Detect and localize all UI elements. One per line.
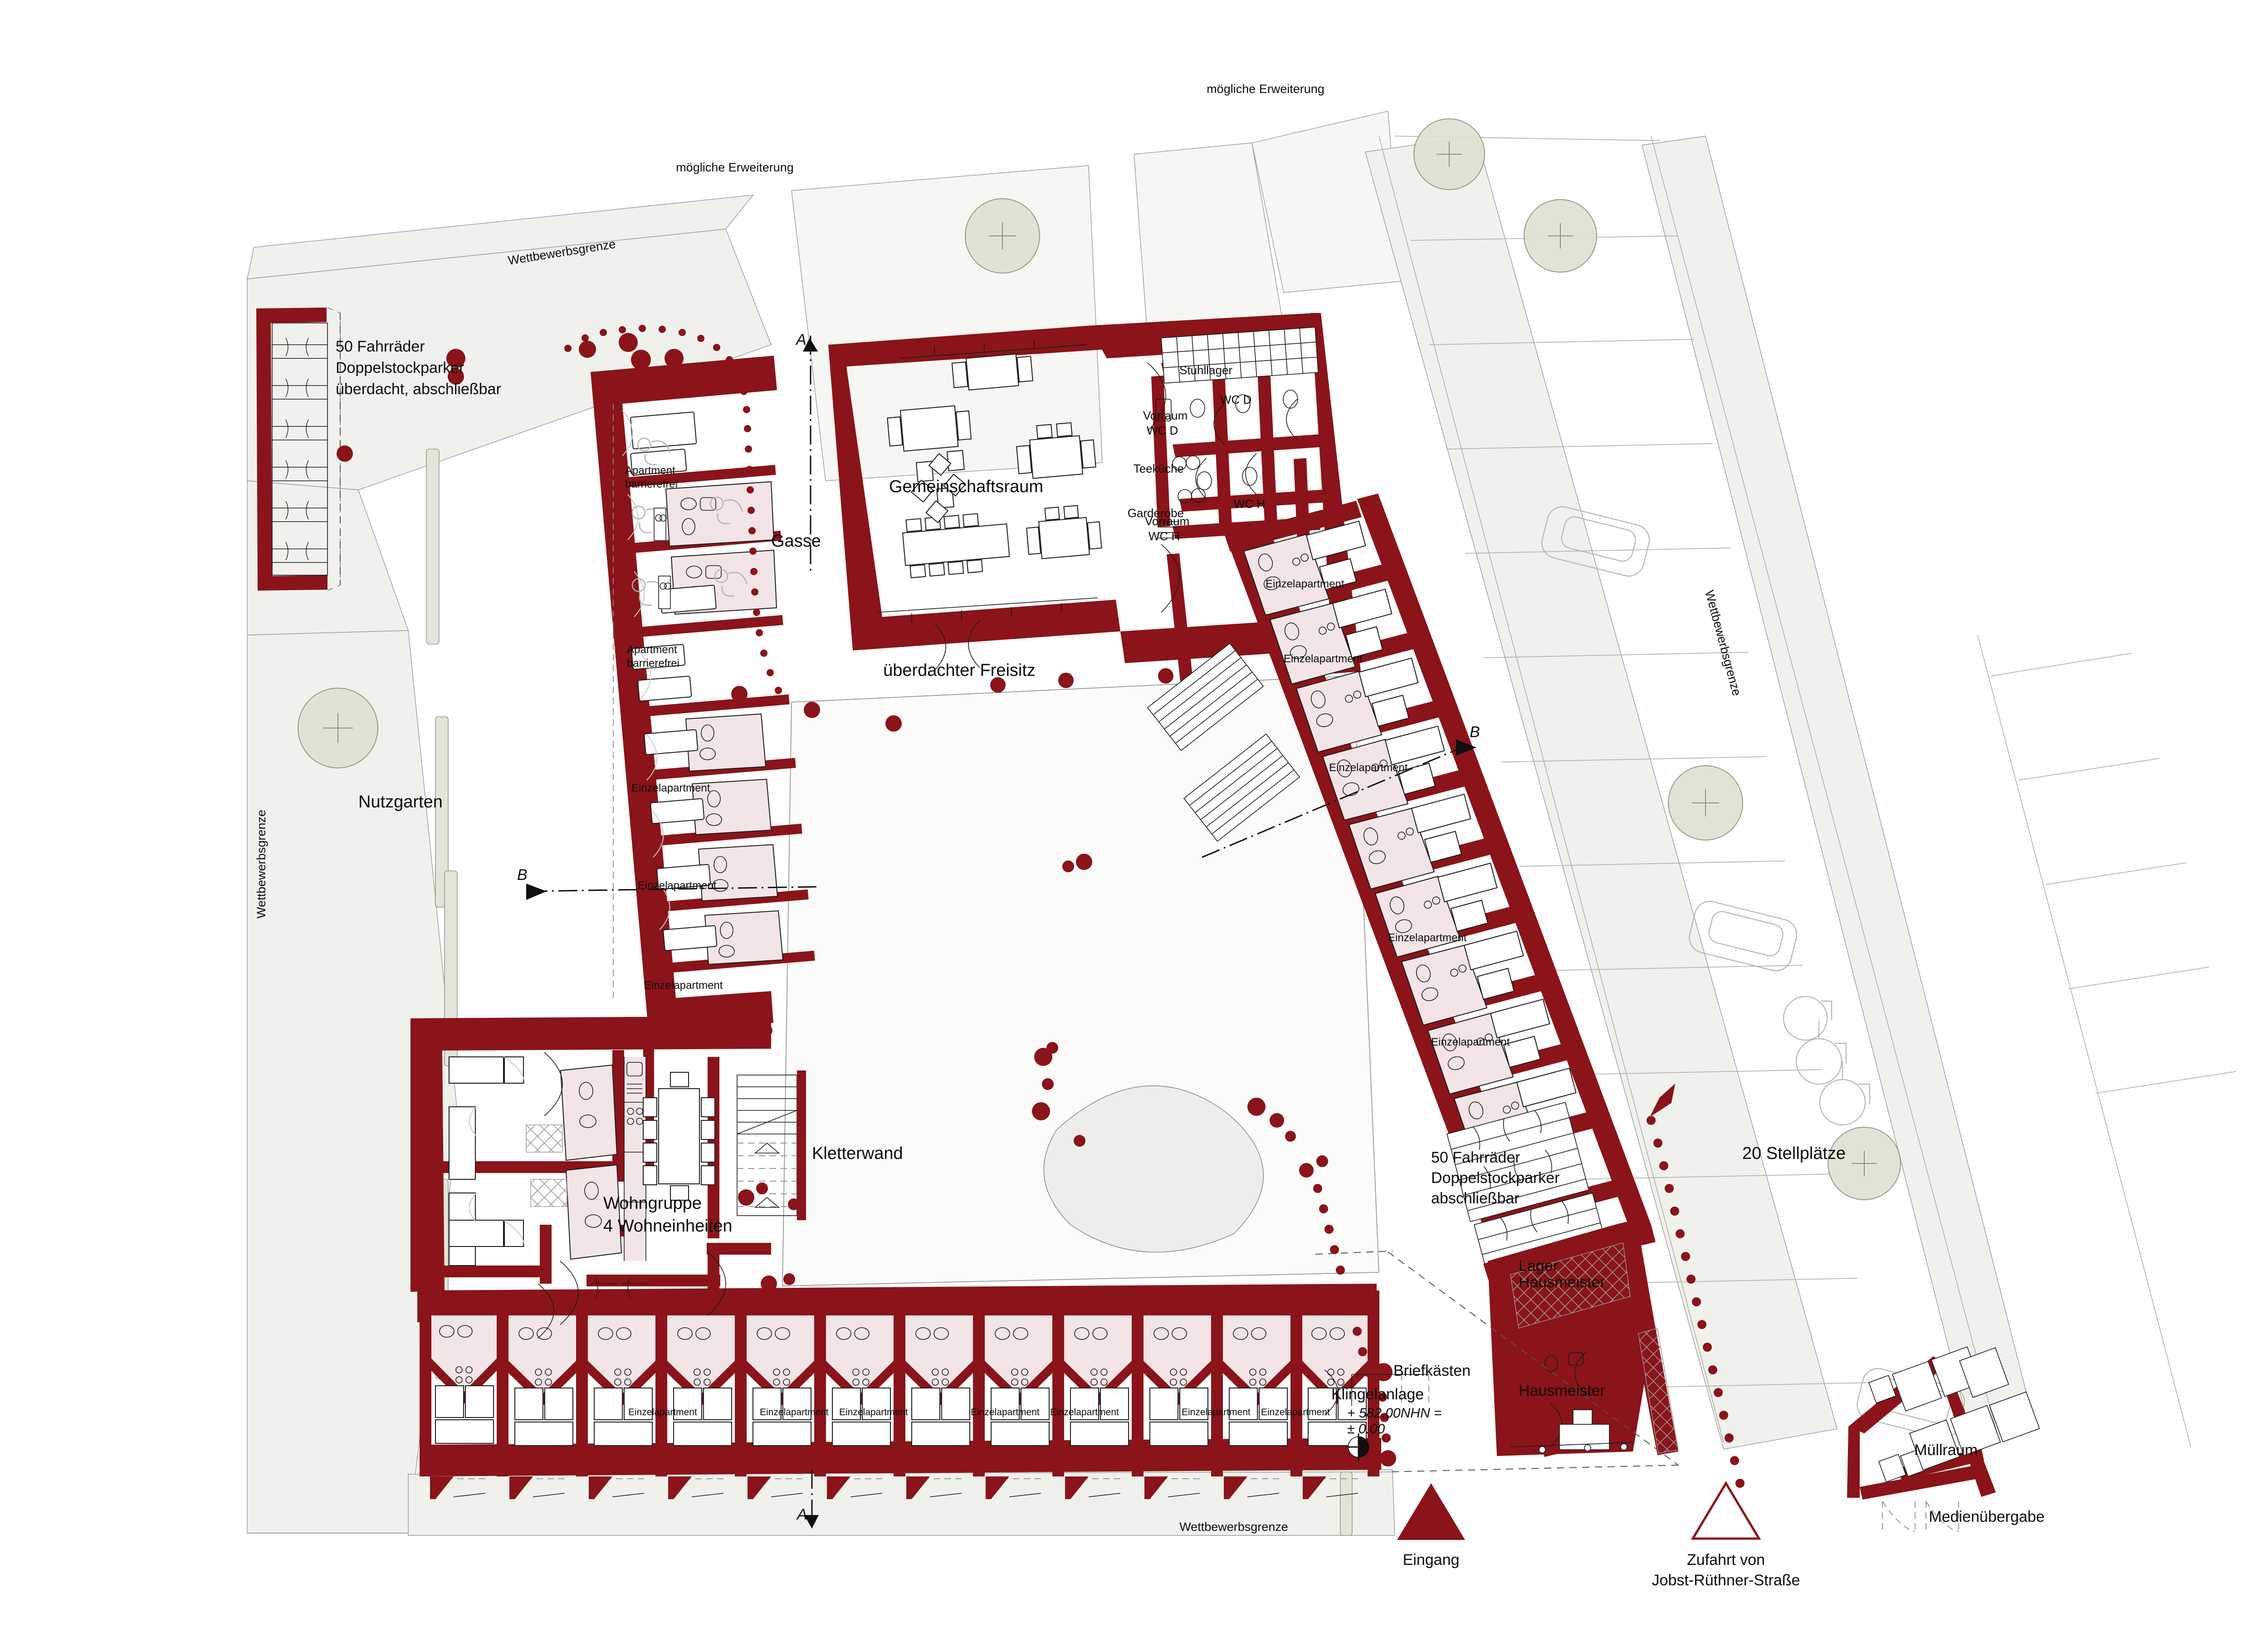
south-wing xyxy=(417,1284,1381,1499)
entrance-lobby-detail xyxy=(1324,1369,1429,1416)
chair-store-grid xyxy=(1161,327,1319,384)
label-climbing-wall: Kletterwand xyxy=(812,1144,903,1163)
label-nutzgarten: Nutzgarten xyxy=(358,792,443,811)
bike-parking-northwest xyxy=(256,307,341,591)
label-section-b-right: B xyxy=(1470,723,1480,741)
label-vorraum-wcd-2: WC D xyxy=(1147,424,1178,437)
label-einzelapartment: Einzelapartment xyxy=(1261,1407,1330,1417)
vehicle-access-route xyxy=(1647,1083,1745,1488)
label-boundary-west: Wettbewerbsgrenze xyxy=(254,810,268,919)
label-section-b-left: B xyxy=(517,866,528,884)
waste-room-block xyxy=(1847,1346,2040,1532)
label-einzelapartment: Einzelapartment xyxy=(1329,762,1408,774)
label-einzelapartment: Einzelapartment xyxy=(638,880,717,892)
north-point-symbol xyxy=(1348,1433,1369,1461)
label-einzelapartment: Einzelapartment xyxy=(631,782,710,794)
label-einzelapartment: Einzelapartment xyxy=(1050,1407,1119,1417)
label-gasse: Gasse xyxy=(771,532,821,551)
label-apartment-barrierefrei-1b: barrierefrei xyxy=(625,478,678,490)
label-apartment-barrierefrei-2b: barrierefrei xyxy=(627,657,679,670)
bike-parking-se-note-line2: Doppelstockparker xyxy=(1431,1169,1559,1187)
section-markers xyxy=(526,336,1476,1529)
south-wing-partitions xyxy=(420,1290,1379,1476)
bike-parking-se-note-line3: abschließbar xyxy=(1431,1190,1520,1207)
label-section-a-top: A xyxy=(795,331,806,348)
bike-parking-nw-note-line2: Doppelstockparker xyxy=(336,359,464,376)
shared-dining-table xyxy=(643,1072,715,1201)
label-stuhllager: Stuhllager xyxy=(1179,363,1232,377)
label-einzelapartment: Einzelapartment xyxy=(1431,1036,1510,1048)
label-expansion-2: mögliche Erweiterung xyxy=(1207,82,1324,96)
label-apartment-barrierefrei-1a: Apartment xyxy=(625,464,675,477)
label-einzelapartment: Einzelapartment xyxy=(1388,932,1467,944)
label-einzelapartment: Einzelapartment xyxy=(628,1407,697,1417)
label-muellraum: Müllraum xyxy=(1914,1442,1978,1459)
label-vorraum-wcd-1: Vorraum xyxy=(1143,409,1188,422)
climbing-wall-stair xyxy=(737,1070,806,1220)
movement-route-dots xyxy=(337,325,1396,1466)
label-gemeinschaftsraum: Gemeinschaftsraum xyxy=(889,477,1043,496)
living-group-block xyxy=(411,1016,771,1339)
glazing xyxy=(877,339,1098,623)
label-einzelapartment: Einzelapartment xyxy=(760,1407,829,1417)
bike-parking-nw-note-line3: überdacht, abschließbar xyxy=(336,381,501,398)
site-context xyxy=(247,111,2237,1536)
label-einzelapartment: Einzelapartment xyxy=(839,1407,908,1417)
label-briefkaesten: Briefkästen xyxy=(1393,1362,1471,1379)
label-hausmeister: Hausmeister xyxy=(1519,1382,1605,1399)
entrance-symbol xyxy=(1397,1483,1465,1540)
bike-parking-se-note-line1: 50 Fahrräder xyxy=(1431,1149,1520,1166)
label-einzelapartment: Einzelapartment xyxy=(1284,653,1363,665)
label-expansion-1: mögliche Erweiterung xyxy=(676,161,794,174)
accessible-parking-icon xyxy=(1783,996,1871,1126)
label-eingang: Eingang xyxy=(1403,1551,1460,1569)
label-wohngruppe-line1: Wohngruppe xyxy=(603,1194,702,1213)
label-section-a-bottom: A xyxy=(796,1506,807,1523)
north-block-community xyxy=(828,313,1361,681)
community-room-furniture xyxy=(887,353,1102,578)
east-wing xyxy=(1147,494,1656,1301)
label-elevation-line2: ± 0.00 xyxy=(1347,1422,1385,1437)
label-parking-count: 20 Stellplätze xyxy=(1742,1144,1846,1163)
label-einzelapartment: Einzelapartment xyxy=(971,1407,1040,1417)
label-klingelanlage: Klingelanlage xyxy=(1331,1386,1424,1403)
east-parking-strip xyxy=(1365,136,2237,1450)
label-wc-h: WC H xyxy=(1234,497,1265,511)
label-wc-d: WC D xyxy=(1220,393,1251,406)
label-zufahrt-line2: Jobst-Rüthner-Straße xyxy=(1652,1572,1800,1589)
label-covered-seat: überdachter Freisitz xyxy=(883,661,1036,680)
external-stair xyxy=(1147,643,1300,842)
label-lager-hausmeister-2: Hausmeister xyxy=(1519,1274,1605,1291)
label-vorraum-wch-2: WC H xyxy=(1148,529,1180,543)
competition-boundary-line xyxy=(340,313,1679,1472)
west-wing xyxy=(591,356,815,1033)
label-wohngruppe-line2: 4 Wohneinheiten xyxy=(603,1217,733,1236)
label-einzelapartment: Einzelapartment xyxy=(1266,578,1344,590)
vehicle-access-symbol xyxy=(1691,1481,1761,1540)
media-handover-doors xyxy=(1882,1501,1959,1532)
label-einzelapartment: Einzelapartment xyxy=(644,979,723,992)
label-teekueche: Teeküche xyxy=(1134,462,1184,475)
label-lager-hausmeister-1: Lager xyxy=(1519,1257,1558,1275)
label-einzelapartment: Einzelapartment xyxy=(1182,1407,1251,1417)
label-elevation-line1: + 582.00NHN = xyxy=(1347,1406,1442,1421)
label-garderobe: Garderobe xyxy=(1128,506,1184,520)
caretaker-block xyxy=(1483,1219,1679,1457)
label-vorraum-wch-1: Vorraum xyxy=(1145,514,1189,528)
label-boundary-south: Wettbewerbsgrenze xyxy=(1179,1520,1288,1534)
bike-parking-nw-note-line1: 50 Fahrräder xyxy=(336,338,425,355)
label-apartment-barrierefrei-2a: Apartment xyxy=(627,644,677,656)
label-medienuebergabe: Medienübergabe xyxy=(1929,1508,2044,1525)
single-apartment-labels: Einzelapartment Einzelapartment Einzelap… xyxy=(628,578,1510,1417)
label-zufahrt-line1: Zufahrt von xyxy=(1687,1551,1765,1569)
